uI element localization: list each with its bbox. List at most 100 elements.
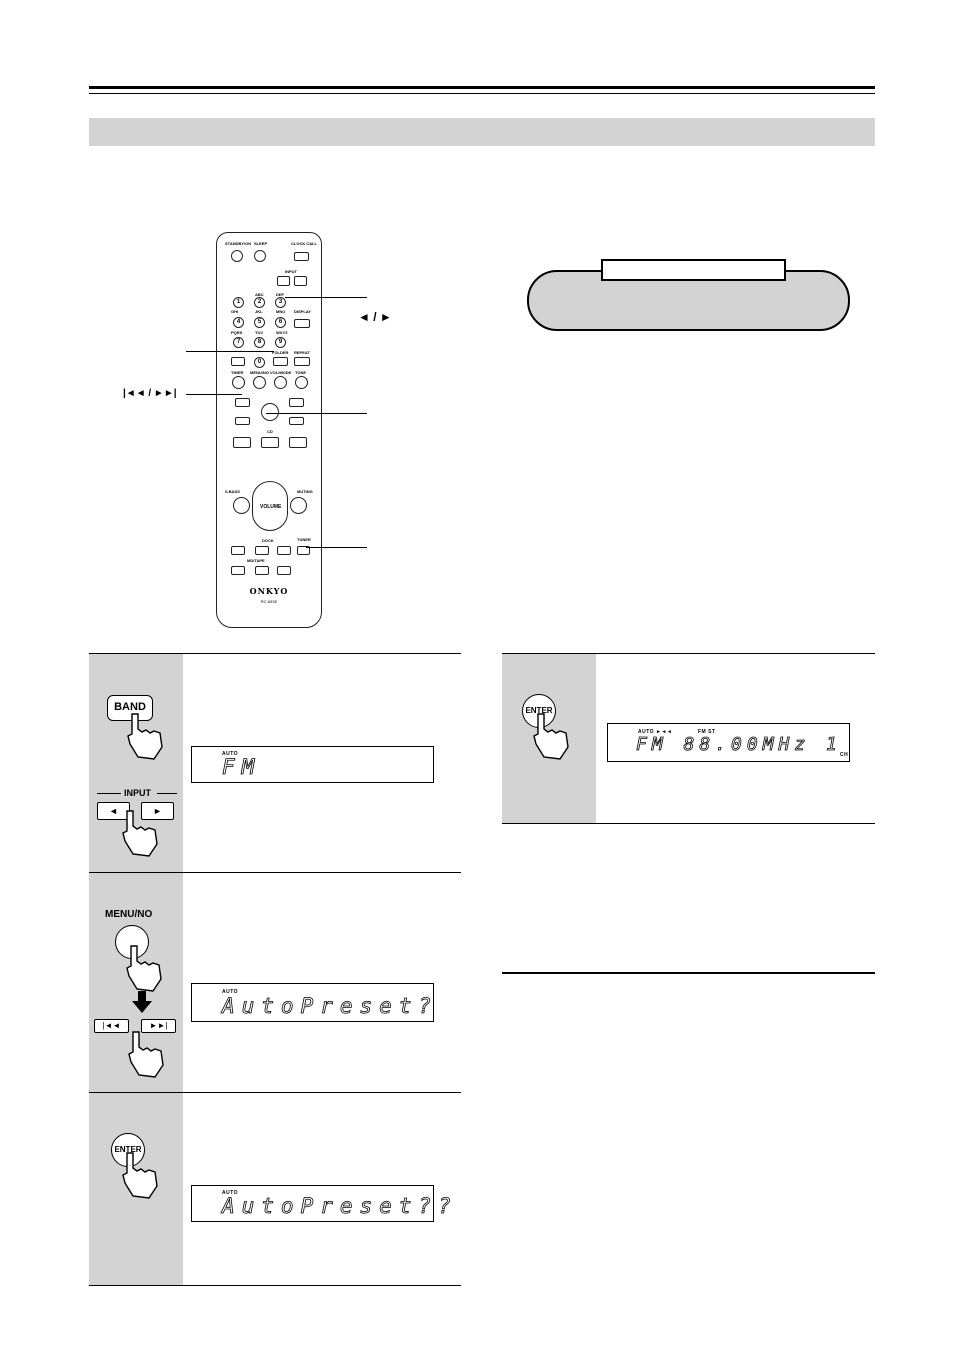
- skip-forward-button[interactable]: [289, 398, 304, 407]
- sbass-button[interactable]: [233, 497, 250, 514]
- hand-icon: [533, 713, 569, 760]
- jkl-label: JKL: [255, 309, 263, 314]
- hand-icon: [128, 1031, 164, 1078]
- md-pause-button[interactable]: [231, 566, 245, 575]
- step-3-illustration: ENTER: [89, 1093, 183, 1285]
- abc-label: ABC: [255, 292, 264, 297]
- digit-1-button[interactable]: 1: [233, 297, 244, 308]
- cd-pause-button[interactable]: [233, 437, 251, 448]
- skip-forward-big-button[interactable]: ►►|: [141, 1019, 176, 1033]
- lcd-display-2: AUTO AutoPreset?: [191, 983, 434, 1022]
- input-left-big-button[interactable]: ◄: [97, 802, 130, 820]
- callout-input: [285, 297, 367, 298]
- lcd-text: AutoPreset?: [222, 994, 439, 1019]
- folder-button[interactable]: [273, 357, 288, 366]
- digit-2-button[interactable]: 2: [254, 297, 265, 308]
- pqrs-label: PQRS: [231, 330, 243, 335]
- hand-icon: [127, 713, 163, 760]
- lcd-auto-indicator: AUTO: [222, 751, 239, 757]
- lcd-display-4: AUTO ►◄◄ FM ST FM 88.00MHz 1 CH: [607, 723, 850, 762]
- lcd-display-3: AUTO AutoPreset??: [191, 1185, 451, 1222]
- digit-3-button[interactable]: 3: [275, 297, 286, 308]
- step-2-illustration: MENU/NO |◄◄ ►►|: [89, 873, 183, 1093]
- volmode-button[interactable]: [274, 376, 287, 389]
- input-left-button[interactable]: [277, 276, 290, 286]
- digit-7-button[interactable]: 7: [233, 337, 244, 348]
- digit-0-button[interactable]: 0: [254, 357, 265, 368]
- lcd-ch-indicator: CH: [840, 752, 849, 758]
- enter-button[interactable]: [261, 403, 279, 421]
- menu-label-big: MENU/NO: [105, 909, 153, 920]
- model-number: RC-653S: [260, 599, 278, 604]
- fast-forward-button[interactable]: [289, 417, 304, 425]
- skip-back-big-button[interactable]: |◄◄: [94, 1019, 129, 1033]
- dock-play-button[interactable]: [277, 546, 291, 555]
- standby-label: STANDBY/ON: [225, 241, 252, 246]
- step-4-illustration: ENTER: [502, 654, 596, 823]
- dock-label: DOCK: [262, 538, 274, 543]
- muting-button[interactable]: [290, 497, 307, 514]
- menu-button[interactable]: [253, 376, 266, 389]
- input-label: INPUT: [285, 269, 297, 274]
- clock-label: CLOCK CALL: [291, 241, 317, 246]
- sleep-button[interactable]: [254, 250, 266, 262]
- cd-play-button[interactable]: [289, 437, 307, 448]
- input-right-big-button[interactable]: ►: [141, 802, 174, 820]
- arrow-down-icon: [132, 991, 152, 1013]
- skip-back-button[interactable]: [235, 398, 250, 407]
- def-label: DEF: [276, 292, 284, 297]
- lcd-auto-indicator: AUTO ►◄◄: [638, 729, 673, 735]
- digit-4-button[interactable]: 4: [233, 317, 244, 328]
- hand-icon: [122, 1152, 158, 1199]
- callout-enter: [266, 413, 367, 414]
- dock-pause-button[interactable]: [231, 546, 245, 555]
- cd-stop-button[interactable]: [261, 437, 279, 448]
- menu-label: MENU/NO: [250, 370, 269, 375]
- input-right-button[interactable]: [294, 276, 307, 286]
- muting-label: MUTING: [297, 489, 313, 494]
- standby-button[interactable]: [231, 250, 243, 262]
- clock-button[interactable]: [294, 252, 309, 261]
- mdtape-label: MD/TAPE: [247, 558, 265, 563]
- section-title-bar: [89, 118, 875, 146]
- cd-label: CD: [267, 429, 273, 434]
- clear-button[interactable]: [231, 357, 245, 366]
- folder-label: FOLDER: [272, 350, 289, 355]
- rewind-button[interactable]: [235, 417, 250, 425]
- step-1-illustration: BAND INPUT ◄ ►: [89, 654, 183, 873]
- lcd-auto-indicator: AUTO: [222, 989, 239, 995]
- digit-5-button[interactable]: 5: [254, 317, 265, 328]
- volmode-label: VOL/MODE: [270, 370, 292, 375]
- timer-button[interactable]: [232, 376, 245, 389]
- md-stop-button[interactable]: [255, 566, 269, 575]
- hand-icon: [126, 945, 162, 992]
- repeat-label: REPEAT: [294, 350, 310, 355]
- digit-9-button[interactable]: 9: [275, 337, 286, 348]
- repeat-button[interactable]: [294, 357, 310, 366]
- md-play-button[interactable]: [277, 566, 291, 575]
- hand-icon: [122, 810, 158, 857]
- digit-6-button[interactable]: 6: [275, 317, 286, 328]
- lcd-auto-indicator: AUTO: [222, 1190, 239, 1196]
- input-label-big: INPUT: [124, 788, 151, 798]
- callout-input-label: ◄ / ►: [358, 310, 392, 324]
- digit-8-button[interactable]: 8: [254, 337, 265, 348]
- step-3: ENTER AUTO AutoPreset??: [89, 1092, 461, 1286]
- timer-label: TIMER: [231, 370, 244, 375]
- brand-logo: ONKYO: [249, 586, 289, 596]
- lcd-text: AutoPreset??: [222, 1194, 458, 1219]
- display-button[interactable]: [294, 319, 310, 328]
- input-rule-right: [157, 793, 177, 794]
- lcd-text: FM 88.00MHz 1: [636, 734, 842, 756]
- sbass-label: S.BASS: [225, 489, 240, 494]
- band-button[interactable]: BAND: [107, 695, 153, 721]
- mno-label: MNO: [276, 309, 286, 314]
- input-rule-left: [97, 793, 121, 794]
- step-4: ENTER AUTO ►◄◄ FM ST FM 88.00MHz 1 CH: [502, 653, 875, 824]
- volume-rocker[interactable]: [252, 481, 288, 531]
- tuner-button[interactable]: [297, 546, 310, 555]
- callout-menu: [186, 351, 274, 352]
- lcd-fmst-indicator: FM ST: [698, 729, 716, 735]
- dock-stop-button[interactable]: [255, 546, 269, 555]
- tone-button[interactable]: [295, 376, 308, 389]
